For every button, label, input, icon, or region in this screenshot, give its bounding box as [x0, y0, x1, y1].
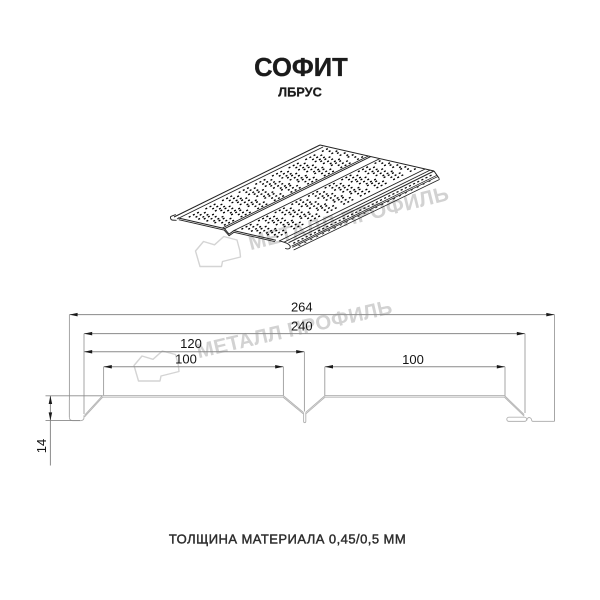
svg-text:120: 120 — [180, 336, 202, 351]
svg-text:240: 240 — [291, 319, 313, 334]
svg-text:ЛБРУС: ЛБРУС — [278, 85, 322, 100]
svg-text:ТОЛЩИНА МАТЕРИАЛА 0,45/0,5 ММ: ТОЛЩИНА МАТЕРИАЛА 0,45/0,5 ММ — [169, 532, 406, 547]
svg-text:100: 100 — [175, 351, 197, 366]
svg-text:14: 14 — [34, 439, 49, 453]
svg-text:264: 264 — [291, 300, 313, 315]
svg-text:100: 100 — [402, 352, 424, 367]
svg-text:СОФИТ: СОФИТ — [254, 54, 348, 82]
